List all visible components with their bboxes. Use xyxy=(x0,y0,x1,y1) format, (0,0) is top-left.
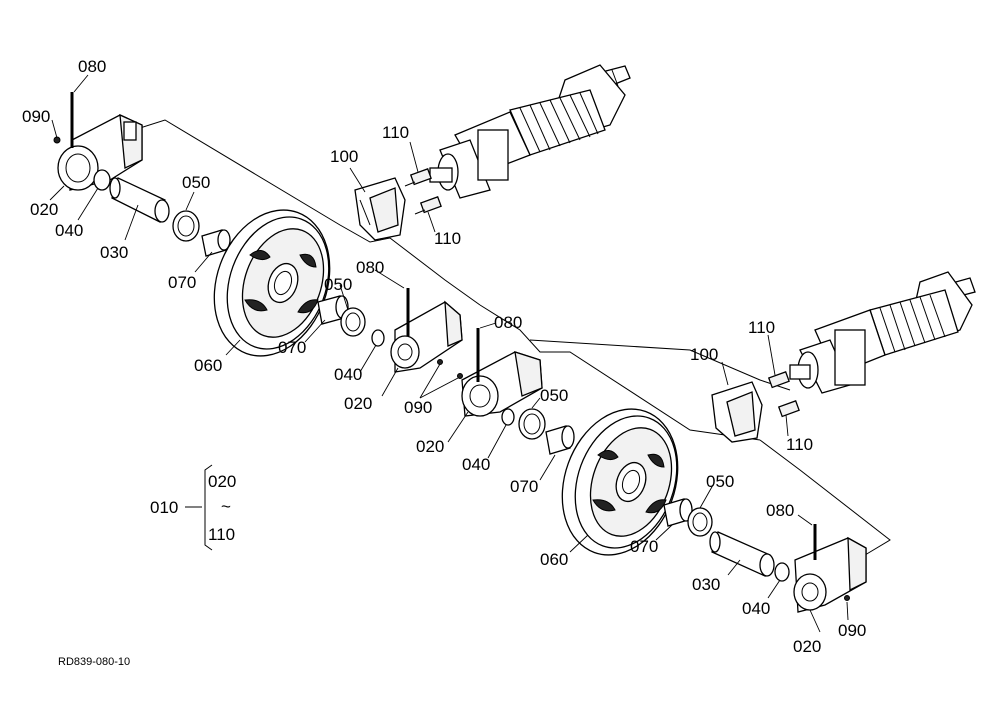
callout-050-lower: 050 xyxy=(540,386,568,405)
lower-bolt-a xyxy=(767,371,790,389)
callout-070-upper-left: 070 xyxy=(168,273,196,292)
bushing-070-lower xyxy=(545,425,575,455)
leader-lines xyxy=(49,74,849,633)
upper-bolt-a xyxy=(404,168,432,187)
callout-050-upper-left: 050 xyxy=(182,173,210,192)
o-ring-040-upper xyxy=(93,169,111,191)
o-ring-040-middle xyxy=(371,329,385,347)
callout-070-middle: 070 xyxy=(278,338,306,357)
lower-bracket xyxy=(711,381,763,443)
seal-050-upper xyxy=(172,210,200,242)
callout-110-upper-a: 110 xyxy=(382,123,409,142)
callout-090-lower: 090 xyxy=(838,621,866,640)
o-ring-040-lower xyxy=(501,408,515,426)
callout-020-upper-left: 020 xyxy=(30,200,58,219)
upper-bolt-b xyxy=(414,196,442,215)
idler-wheel-upper xyxy=(213,209,331,357)
assembly-lines xyxy=(139,119,891,556)
callout-110-lower-b: 110 xyxy=(786,435,813,454)
callout-100-lower: 100 xyxy=(690,345,718,364)
idler-wheel-lower xyxy=(561,408,679,556)
callout-060-lower: 060 xyxy=(540,550,568,569)
callout-090-middle: 090 xyxy=(404,398,432,417)
assembly-legend: 010 020 ~ 110 xyxy=(150,464,236,551)
callout-labels: 080 090 020 040 030 050 070 060 070 050 … xyxy=(22,57,866,656)
bearing-block-upper-left xyxy=(57,113,143,191)
callout-070-lower-right: 070 xyxy=(630,537,658,556)
callout-020-lower-right: 020 xyxy=(793,637,821,656)
callout-020-middle-left: 020 xyxy=(344,394,372,413)
drawing-code: RD839-080-10 xyxy=(58,656,130,668)
callout-070-lower: 070 xyxy=(510,477,538,496)
legend-range-tilde: ~ xyxy=(221,497,231,516)
callout-080-middle-left: 080 xyxy=(356,258,384,277)
legend-assembly-number: 010 xyxy=(150,498,178,517)
callout-030-lower: 030 xyxy=(692,575,720,594)
callout-110-upper-b: 110 xyxy=(434,229,461,248)
o-ring-040-lower-right xyxy=(774,562,790,582)
shaft-030-upper xyxy=(109,177,170,223)
callout-040-lower-right: 040 xyxy=(742,599,770,618)
upper-bracket xyxy=(354,177,406,241)
shaft-030-lower xyxy=(709,531,775,577)
callout-080-upper-left: 080 xyxy=(78,57,106,76)
callout-060-upper: 060 xyxy=(194,356,222,375)
callout-110-lower-a: 110 xyxy=(748,318,775,337)
callout-050-middle: 050 xyxy=(324,275,352,294)
legend-range-end: 110 xyxy=(208,525,235,544)
callout-050-lower-right: 050 xyxy=(706,472,734,491)
seal-050-middle xyxy=(340,307,366,337)
seal-050-lower-right xyxy=(687,507,713,537)
bearing-block-lower-right xyxy=(793,536,867,613)
legend-range-start: 020 xyxy=(208,472,236,491)
lower-bolt-b xyxy=(777,400,800,418)
lower-spring-coils xyxy=(869,289,959,356)
callout-030-upper-left: 030 xyxy=(100,243,128,262)
callout-040-middle: 040 xyxy=(334,365,362,384)
callout-020-middle-right: 020 xyxy=(416,437,444,456)
lower-spring-assembly xyxy=(789,271,976,394)
screw-090-lower xyxy=(844,595,850,601)
bearing-block-middle-left xyxy=(390,300,463,373)
callout-080-lower: 080 xyxy=(766,501,794,520)
callout-090-upper-left: 090 xyxy=(22,107,50,126)
callout-100-upper: 100 xyxy=(330,147,358,166)
screw-090-middle-left xyxy=(437,359,443,365)
callout-040-lower: 040 xyxy=(462,455,490,474)
seal-050-lower xyxy=(518,408,546,440)
bearing-block-middle-right xyxy=(461,351,543,417)
screw-090-middle-right xyxy=(457,373,463,379)
callout-080-middle-right: 080 xyxy=(494,313,522,332)
upper-spring-assembly xyxy=(429,64,631,199)
upper-spring-coils xyxy=(509,89,606,156)
callout-040-upper-left: 040 xyxy=(55,221,83,240)
